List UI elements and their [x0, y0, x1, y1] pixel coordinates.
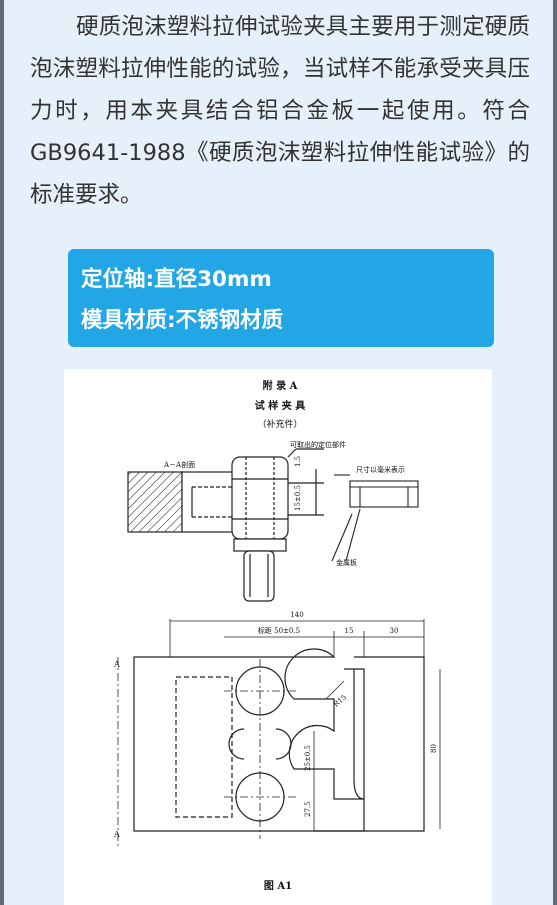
removable-part-label: 可取出的定位部件	[290, 440, 346, 449]
section-block	[181, 471, 235, 533]
dim-80: 80	[430, 744, 438, 753]
technical-drawing: 附 录 A 试 样 夹 具 （补充件） A－A剖面 可取出的定位部件	[64, 369, 492, 905]
dim-15-tol: 15±0.5	[294, 485, 302, 511]
units-note: 尺寸以毫米表示	[356, 465, 405, 474]
hidden-outline	[175, 676, 233, 818]
spec-box: 定位轴:直径30mm 模具材质:不锈钢材质	[68, 249, 494, 347]
plan-view	[117, 619, 441, 849]
dim-15: 15	[345, 627, 354, 635]
drawing-svg: 附 录 A 试 样 夹 具 （补充件） A－A剖面 可取出的定位部件	[113, 379, 441, 892]
dim-30: 30	[390, 627, 399, 635]
section-mark-a-bottom: A	[113, 830, 120, 839]
locating-pin	[243, 550, 275, 602]
metal-plate	[349, 480, 419, 508]
appendix-title: 附 录 A	[263, 379, 298, 392]
dim-140: 140	[290, 611, 303, 619]
metal-plate-detail	[331, 474, 419, 562]
dim-25-tol: 25±0.5	[304, 745, 312, 771]
figure-caption: 图 A1	[264, 880, 292, 892]
locating-part	[231, 456, 289, 540]
dim-gauge: 标距 50±0.5	[258, 626, 300, 635]
section-mark-a-top: A	[113, 660, 120, 669]
metal-plate-label: 金属板	[336, 558, 357, 567]
right-frame-border	[553, 0, 557, 905]
spec-mold-material: 模具材质:不锈钢材质	[81, 308, 284, 333]
dim-27-5: 27.5	[304, 801, 312, 817]
fixture-title: 试 样 夹 具	[255, 399, 305, 412]
dim-1-5: 1.5	[294, 456, 302, 467]
spec-locating-shaft: 定位轴:直径30mm	[81, 267, 272, 292]
supplement-note: （补充件）	[257, 418, 302, 430]
section-hatched-wall	[127, 471, 183, 533]
dim-r15: R15	[332, 693, 348, 708]
intro-paragraph: 硬质泡沫塑料拉伸试验夹具主要用于测定硬质泡沫塑料拉伸性能的试验，当试样不能承受夹…	[30, 14, 530, 208]
section-view	[127, 448, 324, 602]
fixture-outline	[133, 648, 365, 832]
left-frame-border	[0, 0, 4, 905]
section-label: A－A剖面	[163, 460, 195, 469]
